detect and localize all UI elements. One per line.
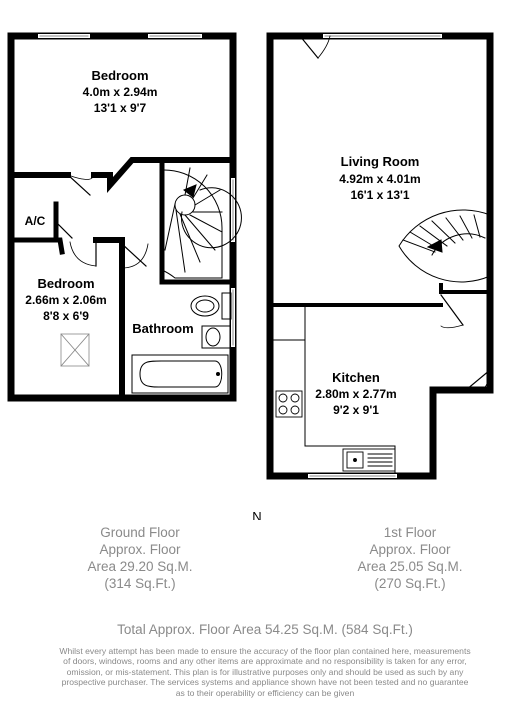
disclaimer-line: omission, or mis-statement. This plan is… — [66, 666, 464, 677]
ground-floor-sqft: (314 Sq.Ft.) — [104, 576, 176, 591]
room-label-kitchen: Kitchen 2.80m x 2.77m 9'2 x 9'1 — [315, 370, 396, 417]
door — [121, 243, 147, 267]
interior-wall — [93, 237, 125, 401]
toilet — [190, 292, 232, 320]
ground-floor-area: Ground Floor Approx. Floor Area 29.20 Sq… — [60, 524, 220, 592]
ground-floor-title: Ground Floor — [100, 525, 180, 540]
first-outer-wall — [266, 32, 494, 480]
disclaimer-line: prospective purchaser. The services syst… — [61, 677, 469, 688]
door — [67, 174, 91, 196]
interior-wall — [91, 157, 236, 193]
disclaimer-line: Whilst every attempt has been made to en… — [59, 646, 471, 656]
floor-plan: Bedroom 4.0m x 2.94m 13'1 x 9'7 A/C Bedr… — [7, 32, 494, 520]
compass-north-label: N — [252, 509, 261, 520]
disclaimer-line: as to their operability or efficiency ca… — [175, 687, 355, 698]
hob — [275, 390, 303, 418]
room-label-bathroom: Bathroom — [132, 321, 193, 336]
first-floor-approx: Approx. Floor — [369, 542, 451, 557]
svg-text:9'2 x 9'1: 9'2 x 9'1 — [333, 403, 379, 417]
svg-text:Bedroom: Bedroom — [37, 276, 94, 291]
spiral-stairs — [161, 167, 242, 279]
svg-text:4.92m x 4.01m: 4.92m x 4.01m — [339, 172, 420, 186]
ground-floor-sqm: Area 29.20 Sq.M. — [87, 559, 193, 574]
spiral-stairs-upper — [398, 209, 491, 283]
svg-text:Kitchen: Kitchen — [332, 370, 380, 385]
svg-text:13'1 x 9'7: 13'1 x 9'7 — [94, 101, 147, 115]
svg-text:Bedroom: Bedroom — [91, 68, 148, 83]
first-floor-area: 1st Floor Approx. Floor Area 25.05 Sq.M.… — [330, 524, 490, 592]
svg-text:8'8 x 6'9: 8'8 x 6'9 — [43, 309, 89, 323]
skylight — [60, 333, 90, 367]
bath — [131, 354, 229, 394]
door — [299, 35, 319, 59]
disclaimer-line: of doors, windows, rooms and any other i… — [63, 656, 467, 667]
disclaimer: Whilst every attempt has been made to en… — [20, 646, 510, 698]
interior-wall — [439, 283, 492, 294]
svg-text:Living Room: Living Room — [341, 154, 420, 169]
ground-floor-approx: Approx. Floor — [99, 542, 181, 557]
door — [465, 369, 491, 391]
ground-floor-plan — [7, 32, 242, 402]
total-floor-area: Total Approx. Floor Area 54.25 Sq.M. (58… — [117, 622, 413, 637]
room-label-living-room: Living Room 4.92m x 4.01m 16'1 x 13'1 — [339, 154, 420, 202]
first-floor-plan — [266, 32, 494, 480]
basin — [201, 325, 231, 349]
door — [55, 221, 73, 239]
interior-wall — [8, 237, 65, 255]
first-floor-sqm: Area 25.05 Sq.M. — [357, 559, 463, 574]
first-floor-sqft: (270 Sq.Ft.) — [374, 576, 446, 591]
svg-text:2.80m x 2.77m: 2.80m x 2.77m — [315, 387, 396, 401]
door — [440, 294, 464, 326]
svg-text:2.66m x 2.06m: 2.66m x 2.06m — [25, 293, 106, 307]
interior-wall — [159, 157, 236, 285]
sink — [342, 448, 396, 472]
svg-text:16'1 x 13'1: 16'1 x 13'1 — [350, 188, 409, 202]
room-label-bedroom-1: Bedroom 4.0m x 2.94m 13'1 x 9'7 — [83, 68, 158, 115]
room-label-ac: A/C — [25, 214, 46, 228]
first-floor-title: 1st Floor — [383, 525, 437, 540]
svg-text:4.0m x 2.94m: 4.0m x 2.94m — [83, 85, 158, 99]
room-label-bedroom-2: Bedroom 2.66m x 2.06m 8'8 x 6'9 — [25, 276, 106, 323]
